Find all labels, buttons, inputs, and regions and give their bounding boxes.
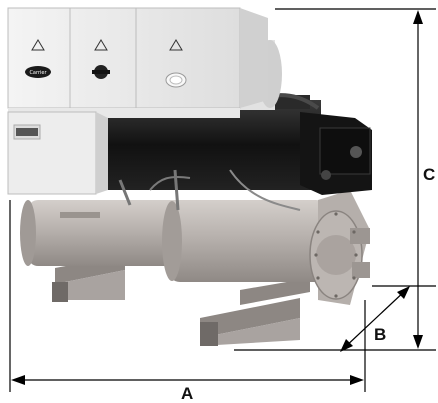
base-skids [52, 255, 310, 346]
dimension-b-label: B [374, 325, 386, 344]
flanged-end [309, 190, 370, 305]
starter-box [7, 111, 108, 195]
rotary-switch-icon [92, 65, 110, 79]
brand-logo: Carrier [25, 66, 51, 78]
dimension-a [9, 200, 366, 392]
dimension-c-label: C [423, 165, 435, 184]
warning-triangle-icon [31, 39, 183, 51]
dimension-c [234, 8, 436, 351]
indicator-lamp-icon [165, 72, 187, 88]
dimension-b [340, 285, 436, 352]
shell-right [162, 200, 328, 282]
brand-logo-text: Carrier [29, 70, 47, 76]
dimension-a-label: A [181, 384, 193, 403]
chiller-unit: Carrier [7, 7, 372, 346]
shell-left [20, 200, 188, 266]
control-cabinet: Carrier [7, 7, 268, 118]
